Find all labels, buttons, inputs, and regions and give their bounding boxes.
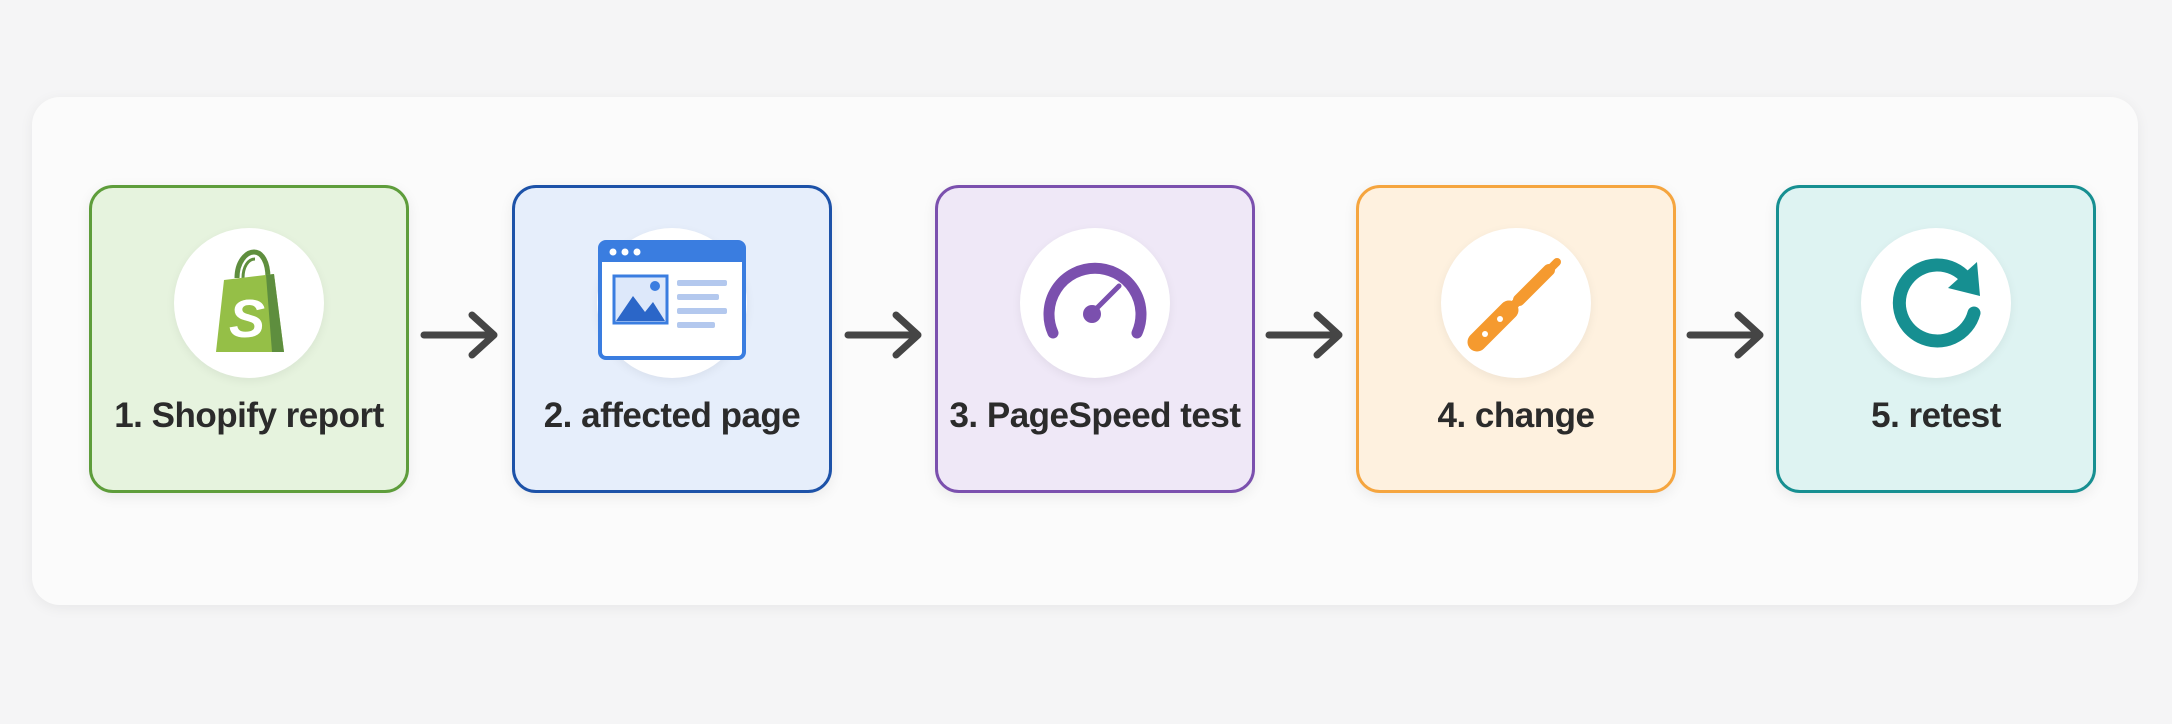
step-label: 3. PageSpeed test	[949, 396, 1241, 435]
icon-circle	[1020, 228, 1170, 378]
shopify-bag-icon: S	[216, 249, 284, 352]
icon-circle	[1861, 228, 2011, 378]
arrow-right-icon	[1265, 311, 1343, 359]
arrow-right-icon	[1686, 311, 1764, 359]
icon-circle: S	[174, 228, 324, 378]
svg-text:S: S	[229, 289, 265, 349]
arrow-right-icon	[420, 311, 498, 359]
step-label: 2. affected page	[543, 396, 801, 435]
step-affected-page: 2. affected page	[512, 185, 832, 493]
speedometer-icon	[1043, 262, 1147, 339]
arrow-right-icon	[844, 311, 922, 359]
step-retest: 5. retest	[1776, 185, 2096, 493]
step-change: 4. change	[1356, 185, 1676, 493]
step-pagespeed-test: 3. PageSpeed test	[935, 185, 1255, 493]
step-label: 5. retest	[1871, 396, 2001, 435]
step-label: 4. change	[1437, 396, 1595, 435]
icon-circle	[1441, 228, 1591, 378]
browser-window-icon	[598, 240, 746, 360]
step-shopify-report: S 1. Shopify report	[89, 185, 409, 493]
refresh-icon	[1892, 258, 1981, 348]
step-label: 1. Shopify report	[114, 396, 384, 435]
icon-circle	[597, 228, 747, 378]
screwdriver-icon	[1467, 258, 1561, 352]
